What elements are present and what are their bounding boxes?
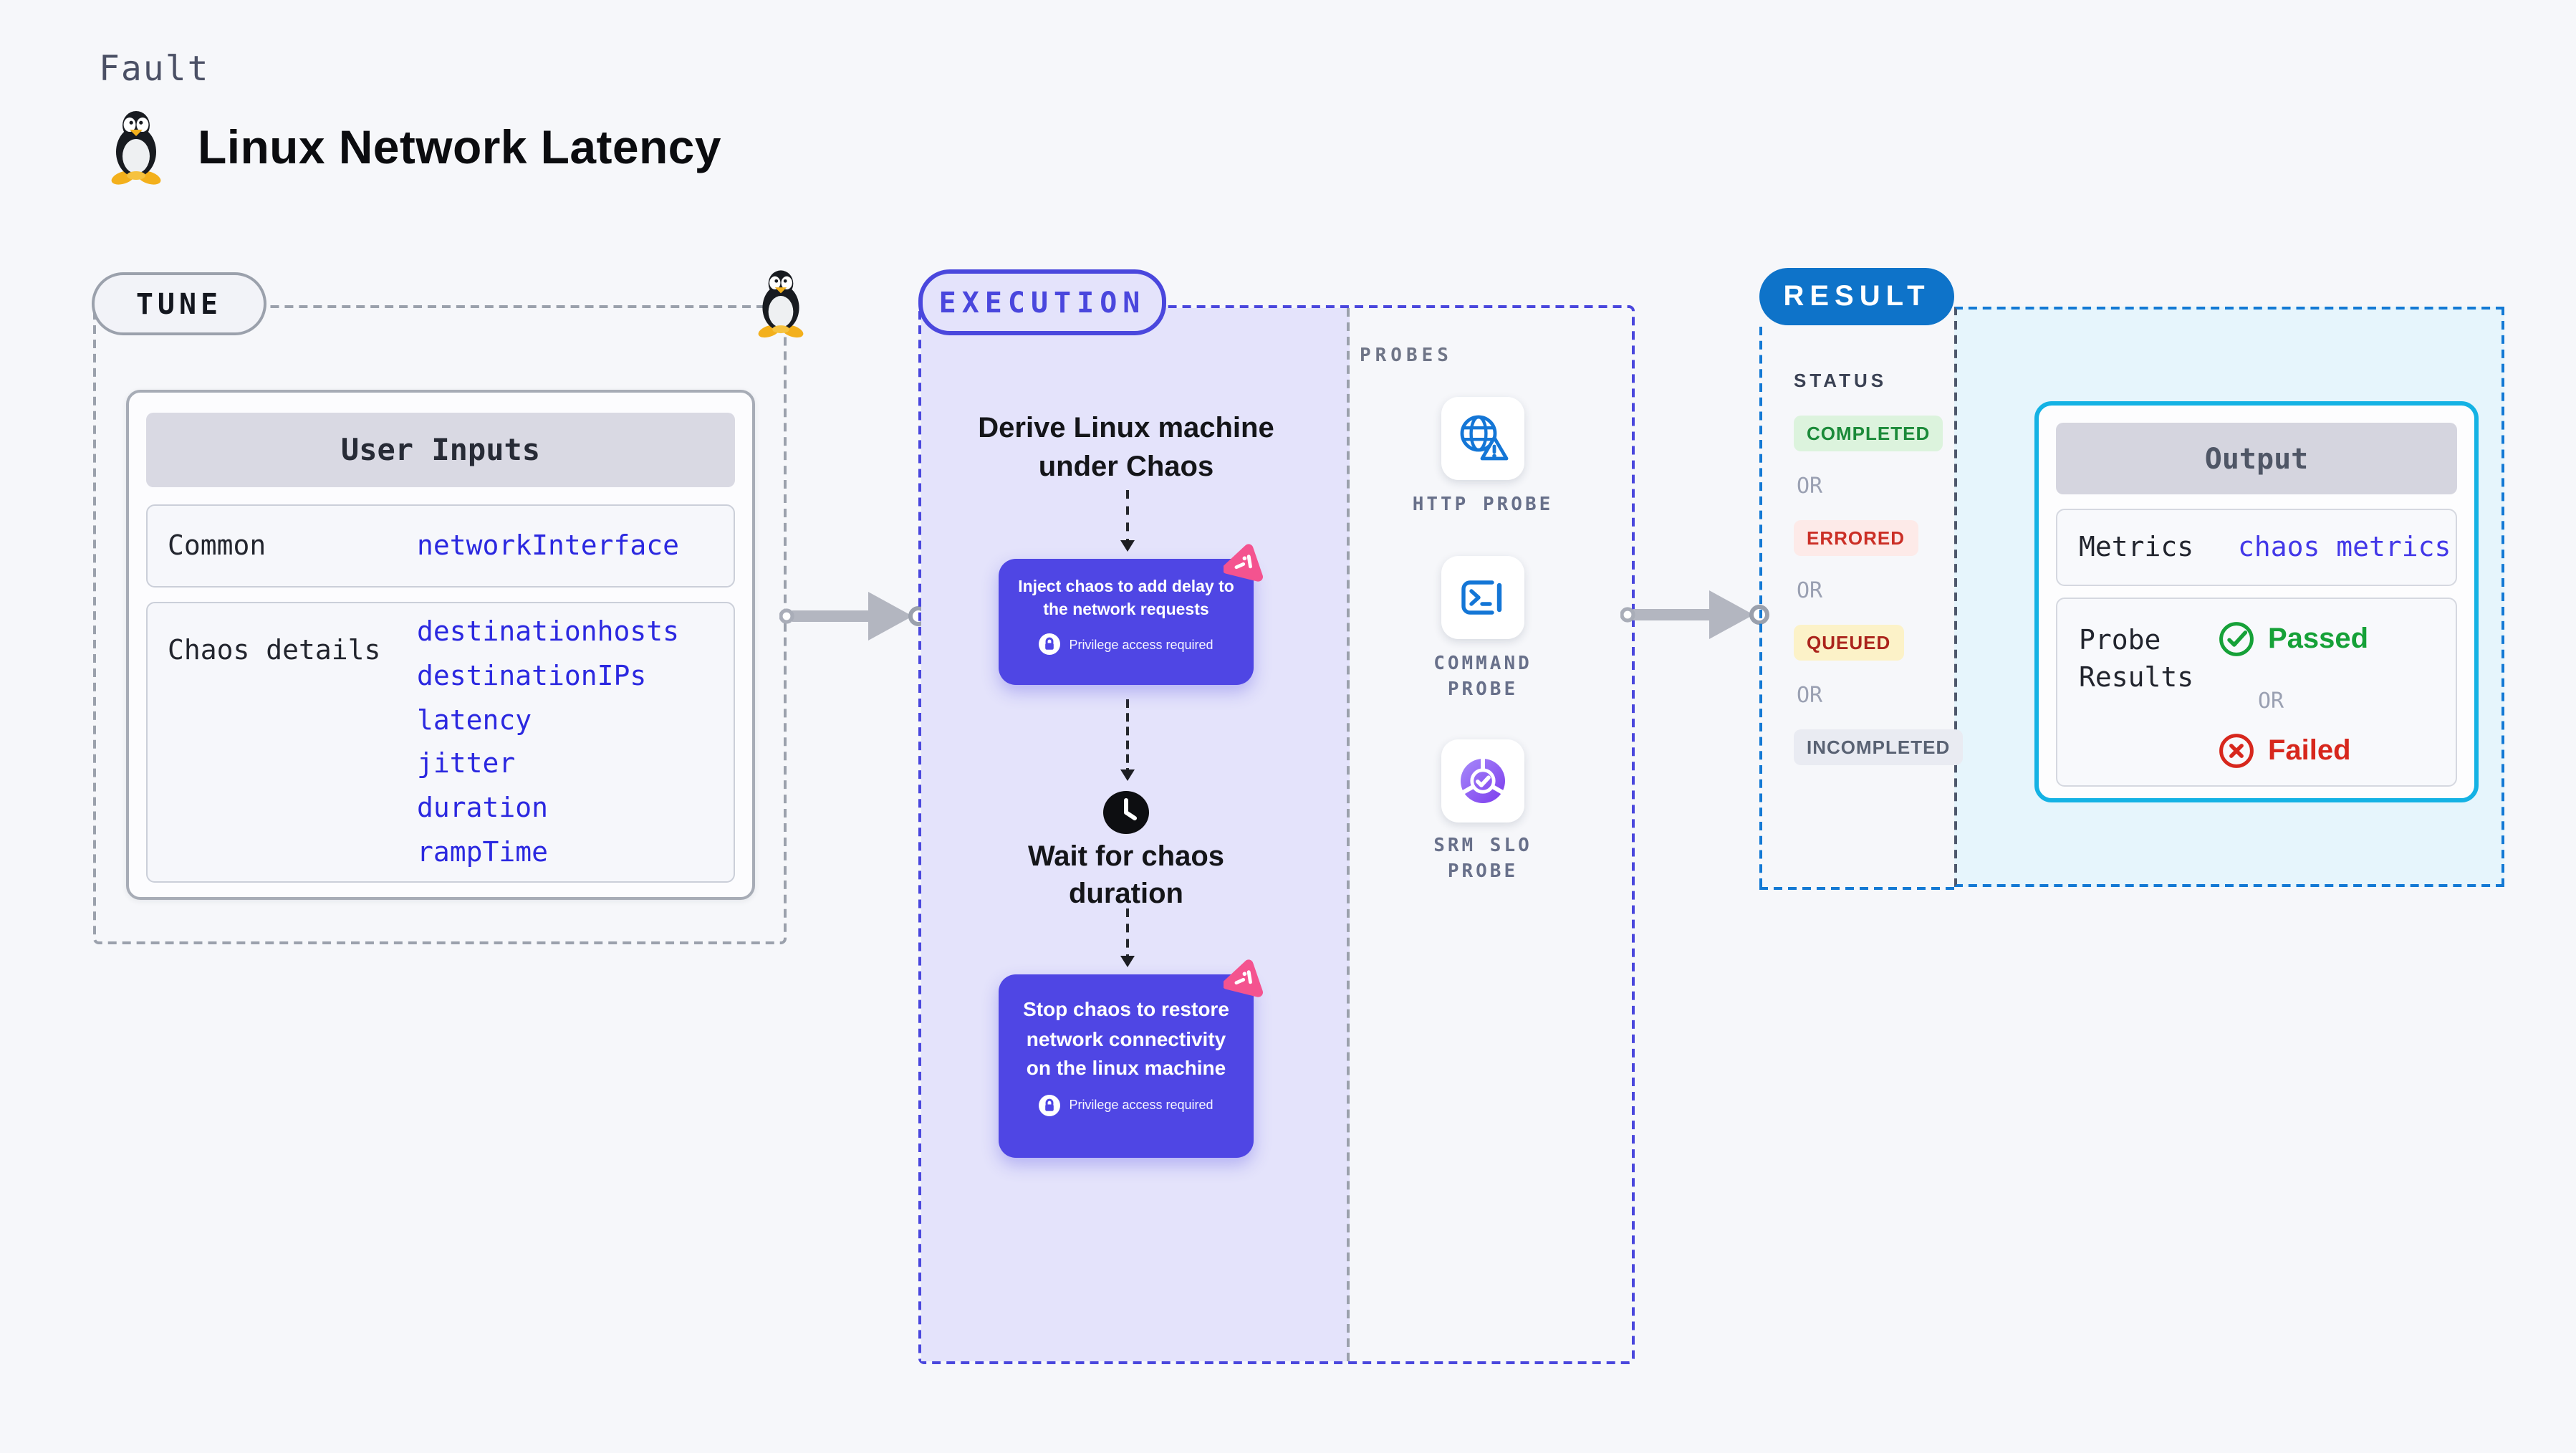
privilege-row: Privilege access required [999, 633, 1254, 655]
probe-card-srm-slo [1441, 739, 1524, 823]
probe-card-http [1441, 397, 1524, 480]
tune-section-box [93, 305, 787, 944]
execution-section-box [918, 305, 1635, 1364]
status-badge-errored: ERRORED [1794, 520, 1918, 556]
connector-arrow-icon [1620, 583, 1769, 646]
chaos-logo-icon [1224, 542, 1267, 585]
step-inject-chaos: Inject chaos to add delay to the network… [999, 559, 1254, 685]
step-wait-duration: Wait for chaos duration [1027, 841, 1225, 910]
title-row: Linux Network Latency [103, 109, 721, 186]
passed-row: Passed [2218, 620, 2368, 658]
input-value: latency [417, 704, 532, 737]
failed-label: Failed [2268, 734, 2351, 766]
status-badge-incompleted: INCOMPLETED [1794, 729, 1964, 765]
fault-kicker: Fault [99, 49, 210, 89]
probe-card-command [1441, 556, 1524, 639]
flow-down-arrow [1120, 699, 1135, 781]
metrics-label: Metrics [2079, 532, 2194, 563]
user-inputs-header: User Inputs [146, 413, 735, 487]
step-text: Stop chaos to restore network connectivi… [1023, 997, 1229, 1079]
or-separator: OR [2258, 688, 2284, 714]
or-separator: OR [1797, 577, 1823, 603]
privilege-note: Privilege access required [1069, 637, 1213, 651]
step-derive-machine: Derive Linux machine under Chaos [978, 413, 1274, 483]
failed-row: Failed [2218, 732, 2351, 769]
status-badge-completed: COMPLETED [1794, 416, 1943, 451]
probe-label-http: HTTP PROBE [1412, 494, 1554, 516]
input-row-common: Common networkInterface [146, 504, 735, 588]
input-value: rampTime [417, 836, 549, 868]
execution-pill: EXECUTION [918, 269, 1166, 335]
page-title: Linux Network Latency [198, 120, 721, 173]
result-pill: RESULT [1759, 268, 1954, 325]
execution-flow-lane [921, 308, 1350, 1361]
user-inputs-card: User Inputs Common networkInterface Chao… [126, 390, 755, 900]
flow-down-arrow [1120, 490, 1135, 552]
input-row-chaos-details: Chaos details destinationhosts destinati… [146, 602, 735, 883]
or-separator: OR [1797, 682, 1823, 708]
status-badge-queued: QUEUED [1794, 625, 1904, 661]
input-value: destinationIPs [417, 660, 647, 692]
output-card: Output Metrics chaos metrics Probe Resul… [2034, 401, 2479, 802]
tune-pill: TUNE [92, 272, 266, 335]
lock-icon [1039, 1094, 1061, 1116]
output-metrics-row: Metrics chaos metrics [2056, 509, 2457, 586]
check-circle-icon [2219, 622, 2254, 656]
probes-title: PROBES [1360, 345, 1453, 367]
output-header: Output [2056, 423, 2457, 494]
input-value: duration [417, 792, 549, 825]
tux-penguin-icon [110, 111, 163, 186]
globe-alert-icon [1460, 415, 1509, 461]
output-probe-results-row: Probe Results Passed OR Failed [2056, 598, 2457, 787]
status-column: STATUS COMPLETED OR ERRORED OR QUEUED OR… [1794, 370, 1964, 765]
result-section-border [1759, 327, 1762, 887]
input-value: networkInterface [417, 530, 680, 562]
input-row-label: Chaos details [168, 635, 381, 666]
step-stop-chaos: Stop chaos to restore network connectivi… [999, 974, 1254, 1158]
or-separator: OR [1797, 473, 1823, 499]
input-value: jitter [417, 748, 516, 780]
input-row-label: Common [168, 530, 266, 562]
passed-label: Passed [2268, 623, 2369, 654]
tux-penguin-icon-small [756, 270, 805, 340]
metrics-value: chaos metrics [2238, 532, 2451, 563]
step-text: Inject chaos to add delay to the network… [1018, 579, 1234, 618]
connector-arrow-icon [779, 585, 928, 648]
probe-label-srm-slo: SRM SLO PROBE [1433, 835, 1532, 882]
status-title: STATUS [1794, 370, 1888, 391]
x-circle-icon [2219, 734, 2254, 768]
clock-icon [1103, 791, 1149, 834]
probe-results-label: Probe Results [2079, 625, 2194, 694]
chaos-logo-icon [1224, 957, 1267, 1000]
input-value: destinationhosts [417, 616, 680, 648]
probe-label-command: COMMAND PROBE [1433, 653, 1532, 700]
lock-icon [1039, 633, 1061, 655]
privilege-note: Privilege access required [1069, 1098, 1213, 1112]
terminal-icon [1461, 580, 1502, 615]
chaos-detail-values: destinationhosts destinationIPs latency … [417, 616, 679, 868]
result-section-border [1759, 887, 1954, 890]
slo-pie-icon [1461, 759, 1505, 803]
flow-down-arrow [1120, 908, 1135, 967]
privilege-row: Privilege access required [999, 1094, 1254, 1116]
